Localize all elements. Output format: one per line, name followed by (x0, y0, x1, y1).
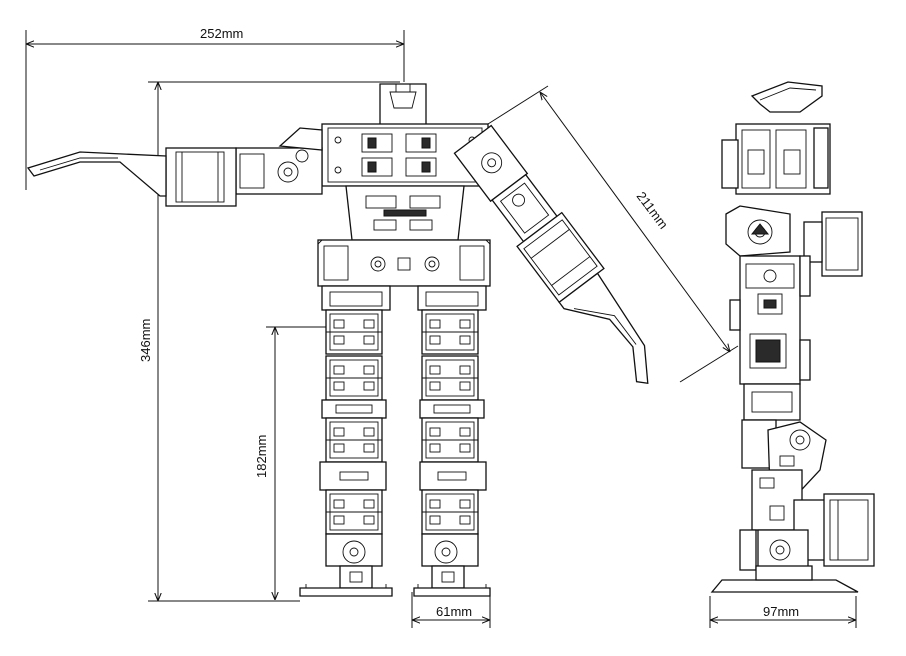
label-182mm: 182mm (254, 435, 269, 478)
right-leg (413, 285, 491, 597)
label-346mm: 346mm (138, 319, 153, 362)
dimension-leg-182: 182mm (254, 326, 330, 600)
label-211mm: 211mm (634, 189, 671, 232)
label-61mm: 61mm (436, 604, 472, 619)
label-97mm: 97mm (763, 604, 799, 619)
dimension-foot-61: 61mm (411, 592, 491, 628)
left-leg (299, 285, 393, 597)
robot-front-view (26, 83, 649, 597)
dimension-depth-97: 97mm (709, 596, 857, 628)
robot-side-view (710, 81, 875, 593)
left-forearm-servo (165, 147, 237, 207)
label-252mm: 252mm (200, 26, 243, 41)
dimension-width-252: 252mm (25, 26, 405, 190)
